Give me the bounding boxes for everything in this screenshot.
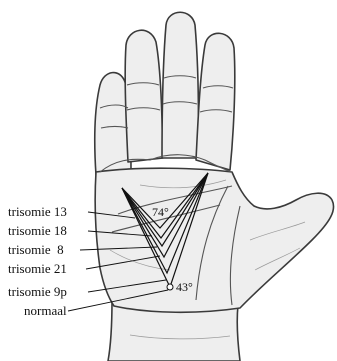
legend-label-normaal: normaal [24, 303, 67, 318]
legend-label-trisomie-9p: trisomie 9p [8, 284, 67, 299]
angle-label-min: 43° [176, 280, 193, 294]
angle-label-max: 74° [152, 205, 169, 219]
middle-finger [162, 12, 198, 158]
hand-illustration [95, 12, 334, 361]
ring-finger [125, 30, 163, 162]
legend: trisomie 13 trisomie 18 trisomie 8 triso… [8, 204, 67, 318]
legend-label-trisomie-13: trisomie 13 [8, 204, 67, 219]
legend-label-trisomie-21: trisomie 21 [8, 261, 67, 276]
legend-label-trisomie-18: trisomie 18 [8, 223, 67, 238]
legend-label-trisomie-8: trisomie 8 [8, 242, 64, 257]
index-finger [196, 33, 235, 170]
triradius-t-normal [167, 284, 173, 290]
